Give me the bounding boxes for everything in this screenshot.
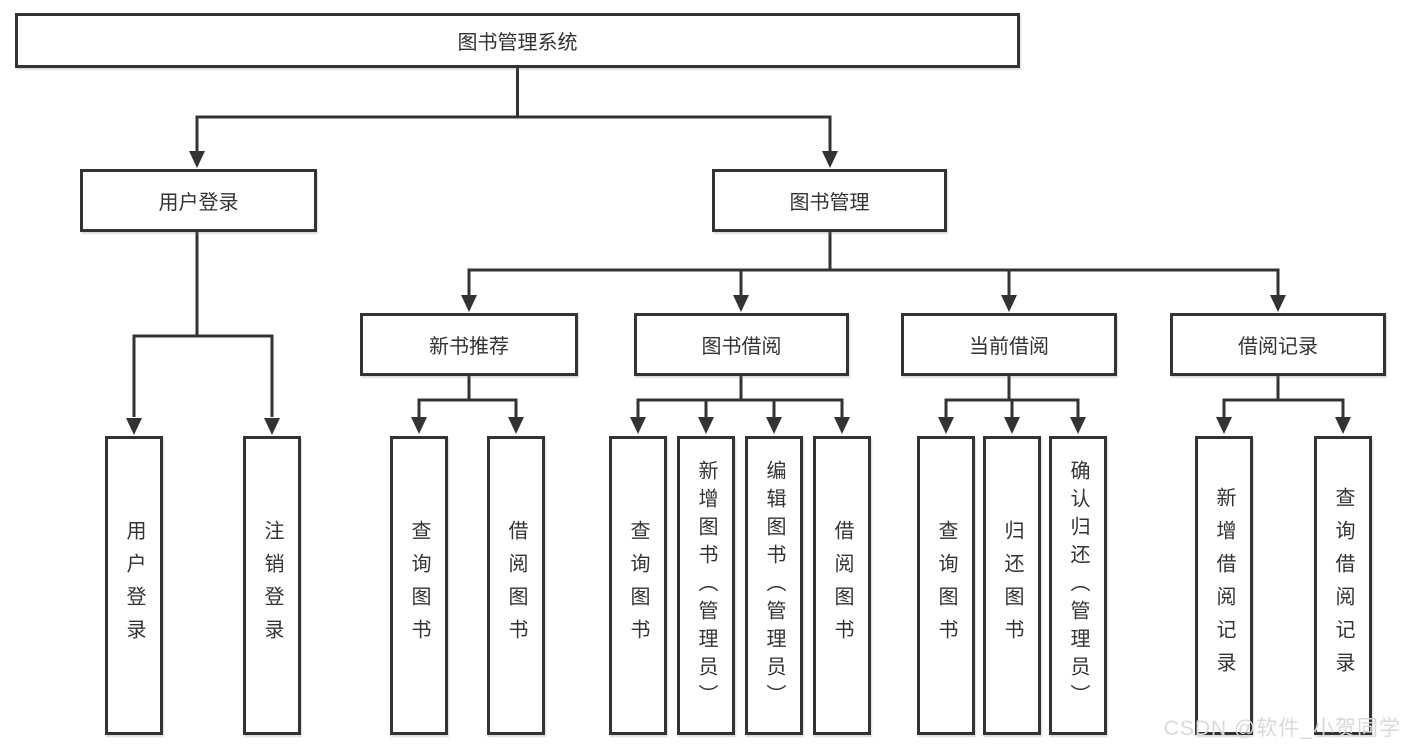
node-new-book-recommend: 新书推荐 bbox=[360, 313, 578, 376]
arrowhead-icon bbox=[508, 417, 524, 434]
node-user-login: 用户登录 bbox=[80, 169, 317, 232]
leaf-label: 新增借阅记录 bbox=[1213, 486, 1235, 685]
node-label: 新书推荐 bbox=[429, 336, 509, 358]
leaf-label: 确认归还（管理员） bbox=[1067, 459, 1089, 712]
borrow-record-bus bbox=[1222, 398, 1345, 417]
arrowhead-icon bbox=[1004, 417, 1020, 434]
leaf-cb-return-book: 归还图书 bbox=[983, 436, 1041, 735]
level1-bus bbox=[195, 115, 832, 151]
arrowhead-icon bbox=[1216, 417, 1232, 434]
node-label: 用户登录 bbox=[158, 192, 239, 214]
leaf-label: 查询借阅记录 bbox=[1332, 486, 1354, 685]
leaf-cb-confirm-return-admin: 确认归还（管理员） bbox=[1049, 436, 1107, 735]
leaf-nb-borrow-book: 借阅图书 bbox=[487, 436, 545, 735]
leaf-label: 注销登录 bbox=[261, 519, 283, 652]
arrowhead-icon bbox=[766, 417, 782, 434]
arrowhead-icon bbox=[461, 295, 477, 312]
arrowhead-icon bbox=[1070, 417, 1086, 434]
leaf-user-logout: 注销登录 bbox=[243, 436, 301, 735]
node-book-management: 图书管理 bbox=[712, 169, 947, 232]
arrowhead-icon bbox=[264, 418, 280, 435]
arrowhead-icon bbox=[126, 418, 142, 435]
arrowhead-icon bbox=[630, 417, 646, 434]
leaf-label: 新增图书（管理员） bbox=[695, 459, 717, 712]
leaf-br-add-record: 新增借阅记录 bbox=[1195, 436, 1253, 735]
leaf-br-query-record: 查询借阅记录 bbox=[1314, 436, 1372, 735]
leaf-label: 归还图书 bbox=[1001, 519, 1023, 652]
leaf-label: 查询图书 bbox=[935, 519, 957, 652]
leaf-user-login: 用户登录 bbox=[105, 436, 163, 735]
leaf-label: 查询图书 bbox=[627, 519, 649, 652]
node-label: 图书管理 bbox=[789, 192, 870, 214]
node-label: 图书管理系统 bbox=[457, 32, 578, 54]
node-label: 当前借阅 bbox=[969, 336, 1049, 358]
leaf-label: 查询图书 bbox=[408, 519, 430, 652]
arrowhead-icon bbox=[1001, 295, 1017, 312]
leaf-label: 借阅图书 bbox=[505, 519, 527, 652]
arrowheads bbox=[126, 151, 1351, 435]
user-login-bus bbox=[132, 334, 274, 417]
arrowhead-icon bbox=[834, 417, 850, 434]
leaf-cb-query-book: 查询图书 bbox=[917, 436, 975, 735]
arrowhead-icon bbox=[411, 417, 427, 434]
leaf-bb-add-book-admin: 新增图书（管理员） bbox=[677, 436, 735, 735]
arrowhead-icon bbox=[698, 417, 714, 434]
leaf-nb-query-book: 查询图书 bbox=[390, 436, 448, 735]
leaf-bb-query-book: 查询图书 bbox=[609, 436, 667, 735]
arrowhead-icon bbox=[822, 151, 838, 168]
node-label: 借阅记录 bbox=[1238, 336, 1318, 358]
arrowhead-icon bbox=[733, 295, 749, 312]
node-label: 图书借阅 bbox=[701, 336, 782, 358]
leaf-label: 编辑图书（管理员） bbox=[763, 459, 785, 712]
leaf-label: 借阅图书 bbox=[831, 519, 853, 652]
leaf-bb-edit-book-admin: 编辑图书（管理员） bbox=[745, 436, 803, 735]
arrowhead-icon bbox=[1270, 295, 1286, 312]
book-borrow-bus bbox=[636, 398, 844, 417]
leaf-bb-borrow-book: 借阅图书 bbox=[813, 436, 871, 735]
book-mgmt-bus bbox=[467, 268, 1280, 295]
leaf-label: 用户登录 bbox=[123, 519, 145, 652]
arrowhead-icon bbox=[938, 417, 954, 434]
arrowhead-icon bbox=[1335, 417, 1351, 434]
node-library-management-system: 图书管理系统 bbox=[15, 13, 1020, 68]
arrowhead-icon bbox=[189, 151, 205, 168]
new-book-bus bbox=[417, 398, 518, 417]
node-current-borrow: 当前借阅 bbox=[901, 313, 1117, 376]
node-borrow-record: 借阅记录 bbox=[1170, 313, 1386, 376]
node-book-borrow: 图书借阅 bbox=[634, 313, 849, 376]
